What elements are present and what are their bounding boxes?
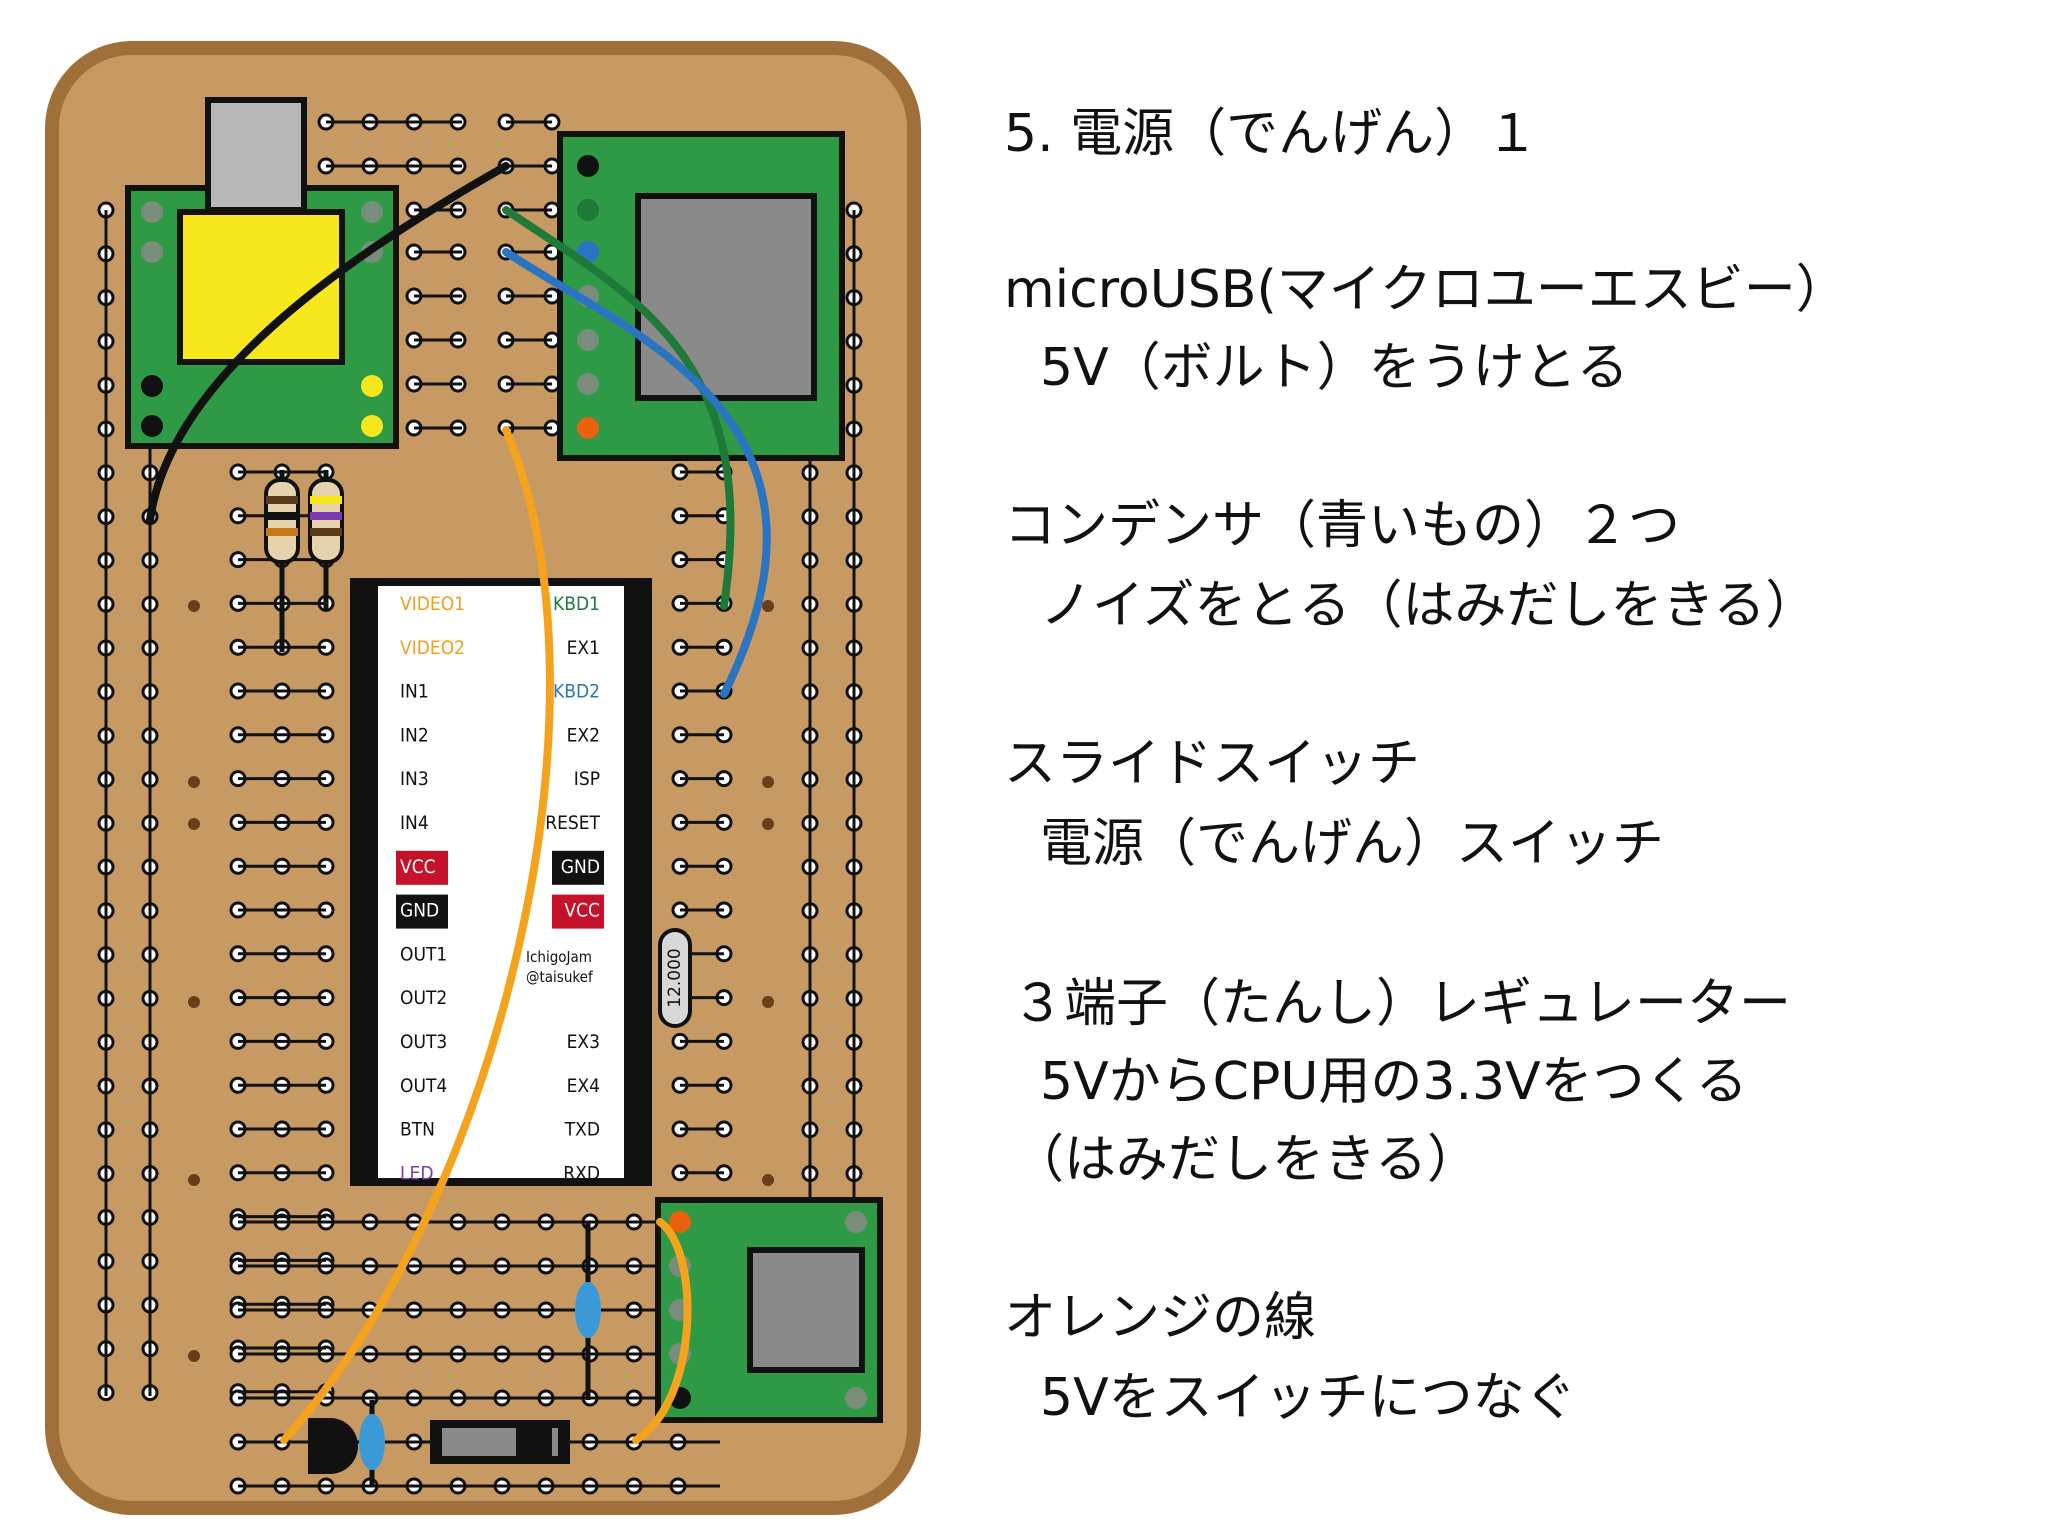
step-switch-detail: 電源（でんげん）スイッチ	[1040, 814, 1665, 874]
orange-wire-short	[632, 1218, 692, 1444]
step-regulator-heading: ３端子（たんし）レギュレーター	[1012, 974, 1791, 1034]
chip-pin-left-led: LED	[400, 1162, 433, 1184]
mount-hole	[188, 1350, 200, 1362]
chip-pin-left-gnd: GND	[400, 900, 439, 922]
step-orange-wire-detail: 5Vをスイッチにつなぐ	[1040, 1368, 1577, 1428]
mount-hole	[188, 600, 200, 612]
chip-pin-right-vcc: VCC	[564, 900, 600, 922]
chip-pin-right-kbd2: KBD2	[553, 681, 600, 703]
step-microusb-detail: 5V（ボルト）をうけとる	[1040, 338, 1629, 398]
slide-switch-icon	[430, 1420, 570, 1464]
mount-hole	[188, 776, 200, 788]
blue-wire	[502, 248, 771, 698]
chip-pin-left-in1: IN1	[400, 681, 429, 703]
chip-pin-right-txd: TXD	[564, 1119, 600, 1141]
mount-hole	[188, 818, 200, 830]
chip-brand-line2: @taisukef	[526, 968, 594, 986]
chip-pin-right-ex4: EX4	[567, 1075, 600, 1097]
page-title: 5. 電源（でんげん）１	[1004, 104, 1539, 164]
chip-pin-left-video2: VIDEO2	[400, 637, 465, 659]
chip-brand-line1: IchigoJam	[526, 948, 592, 966]
mount-hole	[762, 776, 774, 788]
chip-pin-left-out3: OUT3	[400, 1031, 447, 1053]
chip-pin-left-btn: BTN	[400, 1119, 435, 1141]
chip-pin-right-rxd: RXD	[563, 1162, 600, 1184]
mount-hole	[762, 1174, 774, 1186]
chip-pin-right-vcc-bg	[552, 894, 604, 929]
chip-pin-left-vcc: VCC	[400, 856, 436, 878]
mount-hole	[762, 996, 774, 1008]
regulator-module-icon	[557, 131, 845, 461]
step-regulator-detail: 5VからCPU用の3.3Vをつくる	[1040, 1052, 1748, 1112]
chip-pin-left-video1: VIDEO1	[400, 593, 465, 615]
capacitor-icon	[359, 1222, 601, 1486]
crystal-icon: 12.000	[658, 928, 692, 1028]
chip-pin-left-vcc-bg	[396, 850, 448, 885]
wires	[146, 162, 771, 1444]
crystal-value: 12.000	[665, 948, 685, 1007]
step-orange-wire-heading: オレンジの線	[1004, 1288, 1317, 1348]
chip-pin-left-out4: OUT4	[400, 1075, 447, 1097]
chip-pin-right-kbd1: KBD1	[553, 593, 600, 615]
step-capacitor-heading: コンデンサ（青いもの）２つ	[1004, 496, 1681, 556]
chip-pin-right-ex3: EX3	[567, 1031, 600, 1053]
mount-hole	[188, 996, 200, 1008]
chip-pin-right-ex2: EX2	[567, 724, 600, 746]
step-microusb-heading: microUSB(マイクロユーエスビー）	[1004, 260, 1848, 320]
chip-pin-right-gnd-bg	[552, 850, 604, 885]
chip-pin-left-gnd-bg	[396, 894, 448, 929]
chip-pin-right-isp: ISP	[574, 768, 600, 790]
chip-pin-left-in3: IN3	[400, 768, 429, 790]
chip-pin-left-out2: OUT2	[400, 987, 447, 1009]
resistor-icon	[264, 470, 344, 652]
chip-pin-left-out1: OUT1	[400, 943, 447, 965]
chip-pin-right-gnd: GND	[561, 856, 600, 878]
mount-hole	[762, 818, 774, 830]
black-wire	[146, 162, 510, 524]
step-regulator-detail2: （はみだしをきる）	[1012, 1130, 1479, 1190]
mount-hole	[188, 1174, 200, 1186]
orange-wire-long	[280, 426, 554, 1444]
green-wire	[502, 206, 735, 610]
switch-module-icon	[655, 1197, 883, 1423]
chip-pin-left-in4: IN4	[400, 812, 429, 834]
chip-pin-right-ex1: EX1	[567, 637, 600, 659]
chip-pin-left-in2: IN2	[400, 724, 429, 746]
three-terminal-regulator-icon	[308, 1418, 358, 1474]
mount-hole	[762, 600, 774, 612]
step-capacitor-detail: ノイズをとる（はみだしをきる）	[1040, 576, 1818, 636]
step-switch-heading: スライドスイッチ	[1004, 734, 1421, 794]
chip-pin-right-reset: RESET	[545, 812, 600, 834]
